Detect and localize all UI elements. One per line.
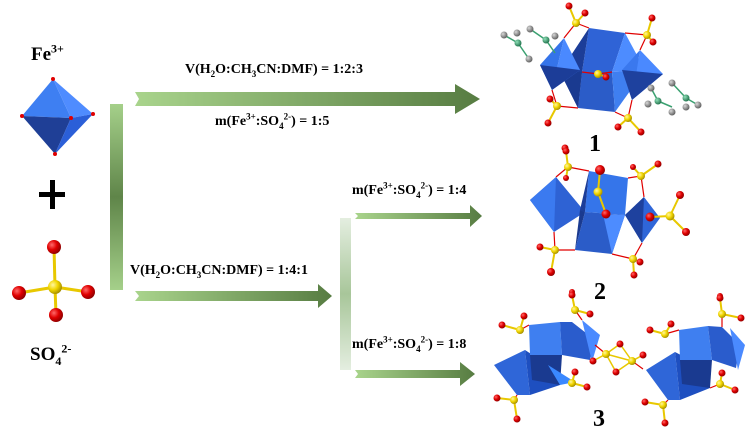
- arrow-route-shared: [135, 284, 332, 308]
- route-1-solvent-ratio: V(H2O:CH3CN:DMF) = 1:2:3: [185, 62, 363, 79]
- cluster-1-structure-icon: [500, 2, 702, 152]
- product-1-label: 1: [589, 131, 601, 157]
- route-1-molar-ratio: m(Fe3+:SO42-) = 1:5: [215, 111, 330, 131]
- sulfate-subscript: 4: [55, 353, 62, 368]
- arrow-route-3: [355, 362, 475, 386]
- fe-octahedron-icon: [20, 77, 95, 156]
- sulfate-tetrahedron-icon: [12, 240, 95, 322]
- route-3-molar-ratio: m(Fe3+:SO42-) = 1:8: [352, 334, 467, 354]
- cluster-2-structure-icon: [530, 147, 723, 299]
- fe-charge: 3+: [51, 41, 64, 56]
- branch-bar-secondary: [340, 218, 351, 370]
- sulfate-charge: 2-: [61, 341, 72, 356]
- sulfate-ion-label: SO42-: [30, 341, 72, 368]
- sulfate-symbol: SO: [30, 344, 56, 365]
- fe-symbol: Fe: [31, 44, 52, 65]
- fe-ion-label: Fe3+: [31, 41, 64, 66]
- plus-icon: [39, 180, 65, 209]
- cluster-3-chain-structure-icon: [493, 291, 745, 427]
- route-shared-solvent-ratio: V(H2O:CH3CN:DMF) = 1:4:1: [130, 263, 308, 280]
- arrow-route-2: [355, 205, 482, 227]
- branch-bar-main: [110, 104, 123, 290]
- product-2-label: 2: [594, 279, 606, 305]
- arrow-route-1: [135, 84, 480, 114]
- product-3-label: 3: [593, 406, 605, 432]
- route-2-molar-ratio: m(Fe3+:SO42-) = 1:4: [352, 180, 467, 200]
